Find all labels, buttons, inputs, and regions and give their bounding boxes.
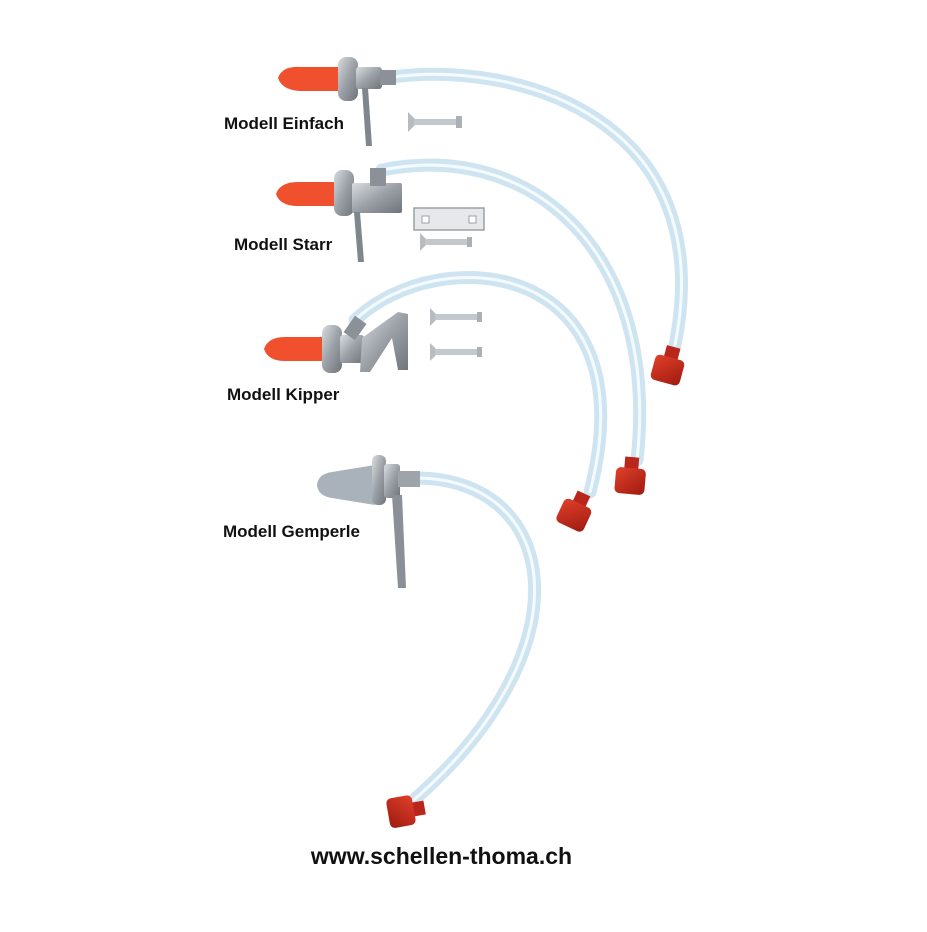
teat [278,66,340,91]
hose [401,471,541,812]
connector [556,490,592,532]
hose-highlight [390,72,683,347]
feeder-einfach [278,57,688,386]
website-caption: www.schellen-thoma.ch [0,843,927,870]
model-label-gemperle: Modell Gemperle [223,522,360,541]
hose [348,270,608,499]
valve-body [340,335,364,363]
feeder-kipper [264,270,608,532]
model-label-kipper: Modell Kipper [227,385,340,404]
model-label-einfach: Modell Einfach [224,114,344,133]
website-url: www.schellen-thoma.ch [310,843,573,869]
flange [334,170,354,216]
mounting-blade [392,495,406,588]
bolt-wingnut [430,343,482,361]
hose-fitting [398,471,420,487]
connector [650,345,685,386]
bolt-wingnut [430,308,482,326]
feeder-starr [276,158,647,495]
mounting-plate [413,207,485,231]
hose-fitting [380,70,396,85]
hose-highlight [380,163,642,462]
bolt-wingnut [420,233,472,251]
hose-fitting [370,168,386,186]
tipping-bracket [360,312,408,372]
bolt-wingnut [408,112,462,132]
flange [322,325,342,373]
mounting-rod [362,88,372,146]
teat [276,182,336,206]
teat [264,337,324,361]
connector [386,795,426,828]
teat [317,465,375,505]
valve-body [384,464,400,498]
feeder-gemperle [317,455,541,828]
hose-fitting [343,315,367,341]
connector [614,456,646,495]
valve-body [356,67,382,89]
flange [338,57,358,101]
hose-highlight [353,275,603,494]
hose-highlight [406,476,536,807]
mounting-rod [354,212,364,262]
model-label-starr: Modell Starr [234,235,333,254]
bracket [352,183,402,213]
flange [372,455,386,505]
